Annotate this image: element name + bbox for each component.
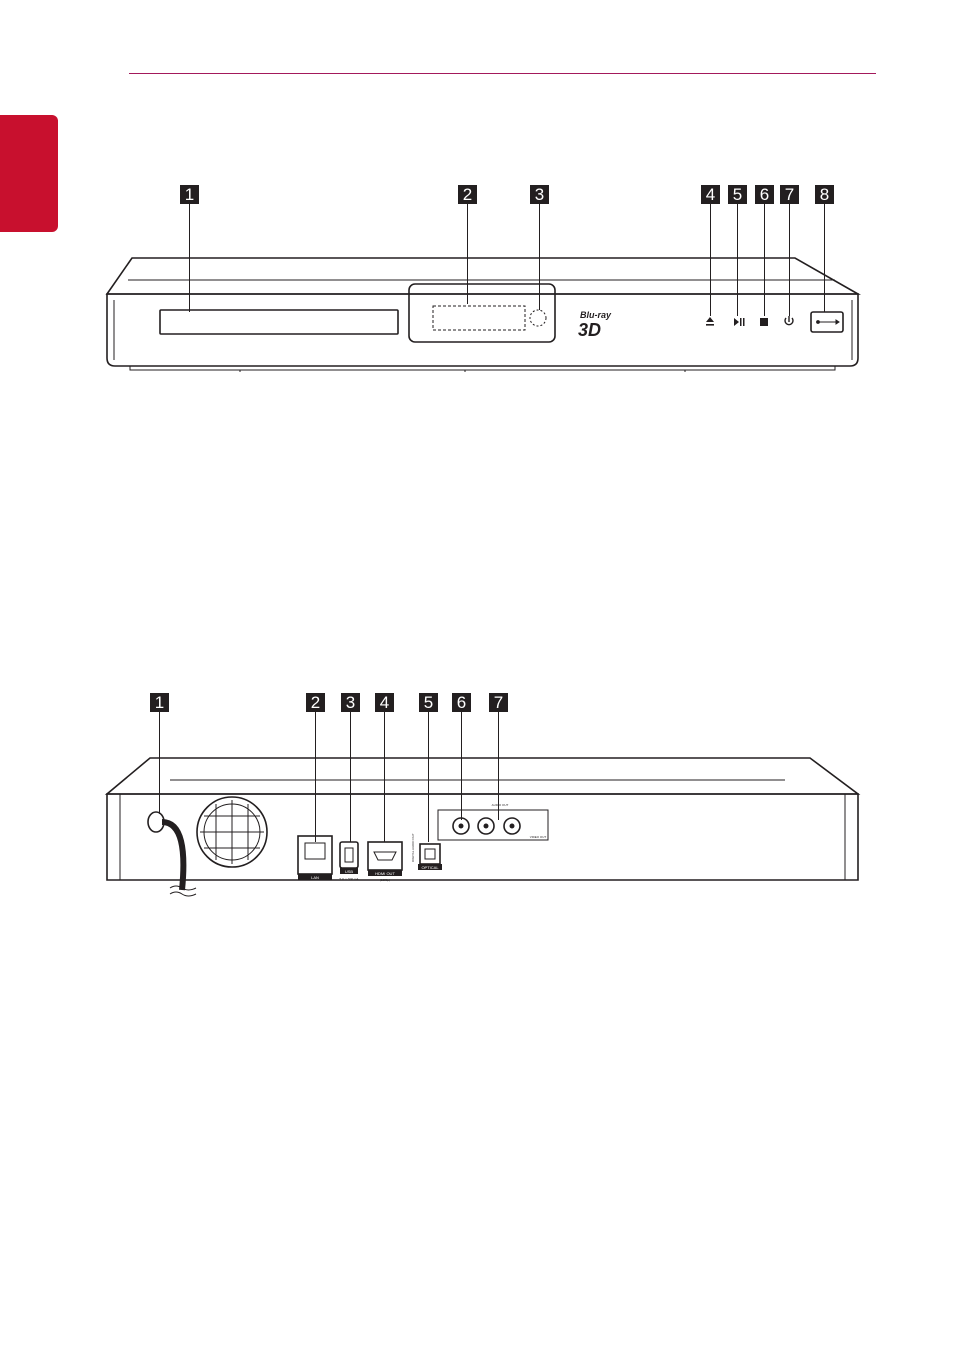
rear-panel-illustration: LAN USB 5 V ⎓ 500 mA HDMI OUT (1080p) OP… <box>100 750 870 910</box>
header-rule <box>129 73 876 74</box>
rear-callout-2: 2 <box>306 693 325 712</box>
3d-logo-text: 3D <box>578 320 601 340</box>
eject-icon <box>706 317 714 322</box>
usb-port-rear <box>340 842 358 868</box>
rear-callout-5: 5 <box>419 693 438 712</box>
display-window <box>409 284 555 342</box>
hdmi-label: HDMI OUT <box>375 871 395 876</box>
rear-callout-1: 1 <box>150 693 169 712</box>
usb-label: USB <box>345 869 354 874</box>
rear-callout-4: 4 <box>375 693 394 712</box>
rear-callout-3: 3 <box>341 693 360 712</box>
hdmi-port <box>368 842 402 870</box>
stop-icon <box>760 318 768 326</box>
usb-rating-label: 5 V ⎓ 500 mA <box>340 877 359 881</box>
optical-port <box>420 844 440 864</box>
lan-label: LAN <box>311 875 319 880</box>
digital-audio-label: DIGITAL AUDIO OUT <box>411 833 415 862</box>
hdmi-sub-label: (1080p) <box>380 878 390 882</box>
rear-top-surface <box>107 758 858 794</box>
front-callout-1: 1 <box>180 185 199 204</box>
optical-label: OPTICAL <box>421 865 439 870</box>
front-callout-4: 4 <box>701 185 720 204</box>
front-top-surface <box>107 258 858 294</box>
audio-out-label: AUDIO OUT <box>492 803 509 807</box>
rear-callout-6: 6 <box>452 693 471 712</box>
front-callout-2: 2 <box>458 185 477 204</box>
chapter-side-tab <box>0 115 58 232</box>
disc-tray <box>160 310 398 334</box>
remote-sensor <box>530 310 546 326</box>
power-cord-inlet <box>148 812 164 832</box>
play-pause-icon <box>734 318 739 326</box>
rear-callout-7: 7 <box>489 693 508 712</box>
front-callout-3: 3 <box>530 185 549 204</box>
front-callout-8: 8 <box>815 185 834 204</box>
video-out-label: VIDEO OUT <box>530 835 547 839</box>
lan-port <box>298 836 332 874</box>
front-callout-7: 7 <box>780 185 799 204</box>
front-panel-illustration: Blu-ray 3D <box>100 250 870 375</box>
front-callout-5: 5 <box>728 185 747 204</box>
front-face <box>107 294 858 366</box>
front-callout-6: 6 <box>755 185 774 204</box>
bluray-logo-text: Blu-ray <box>580 310 612 320</box>
power-icon <box>785 316 793 325</box>
usb-symbol-icon <box>817 320 839 324</box>
